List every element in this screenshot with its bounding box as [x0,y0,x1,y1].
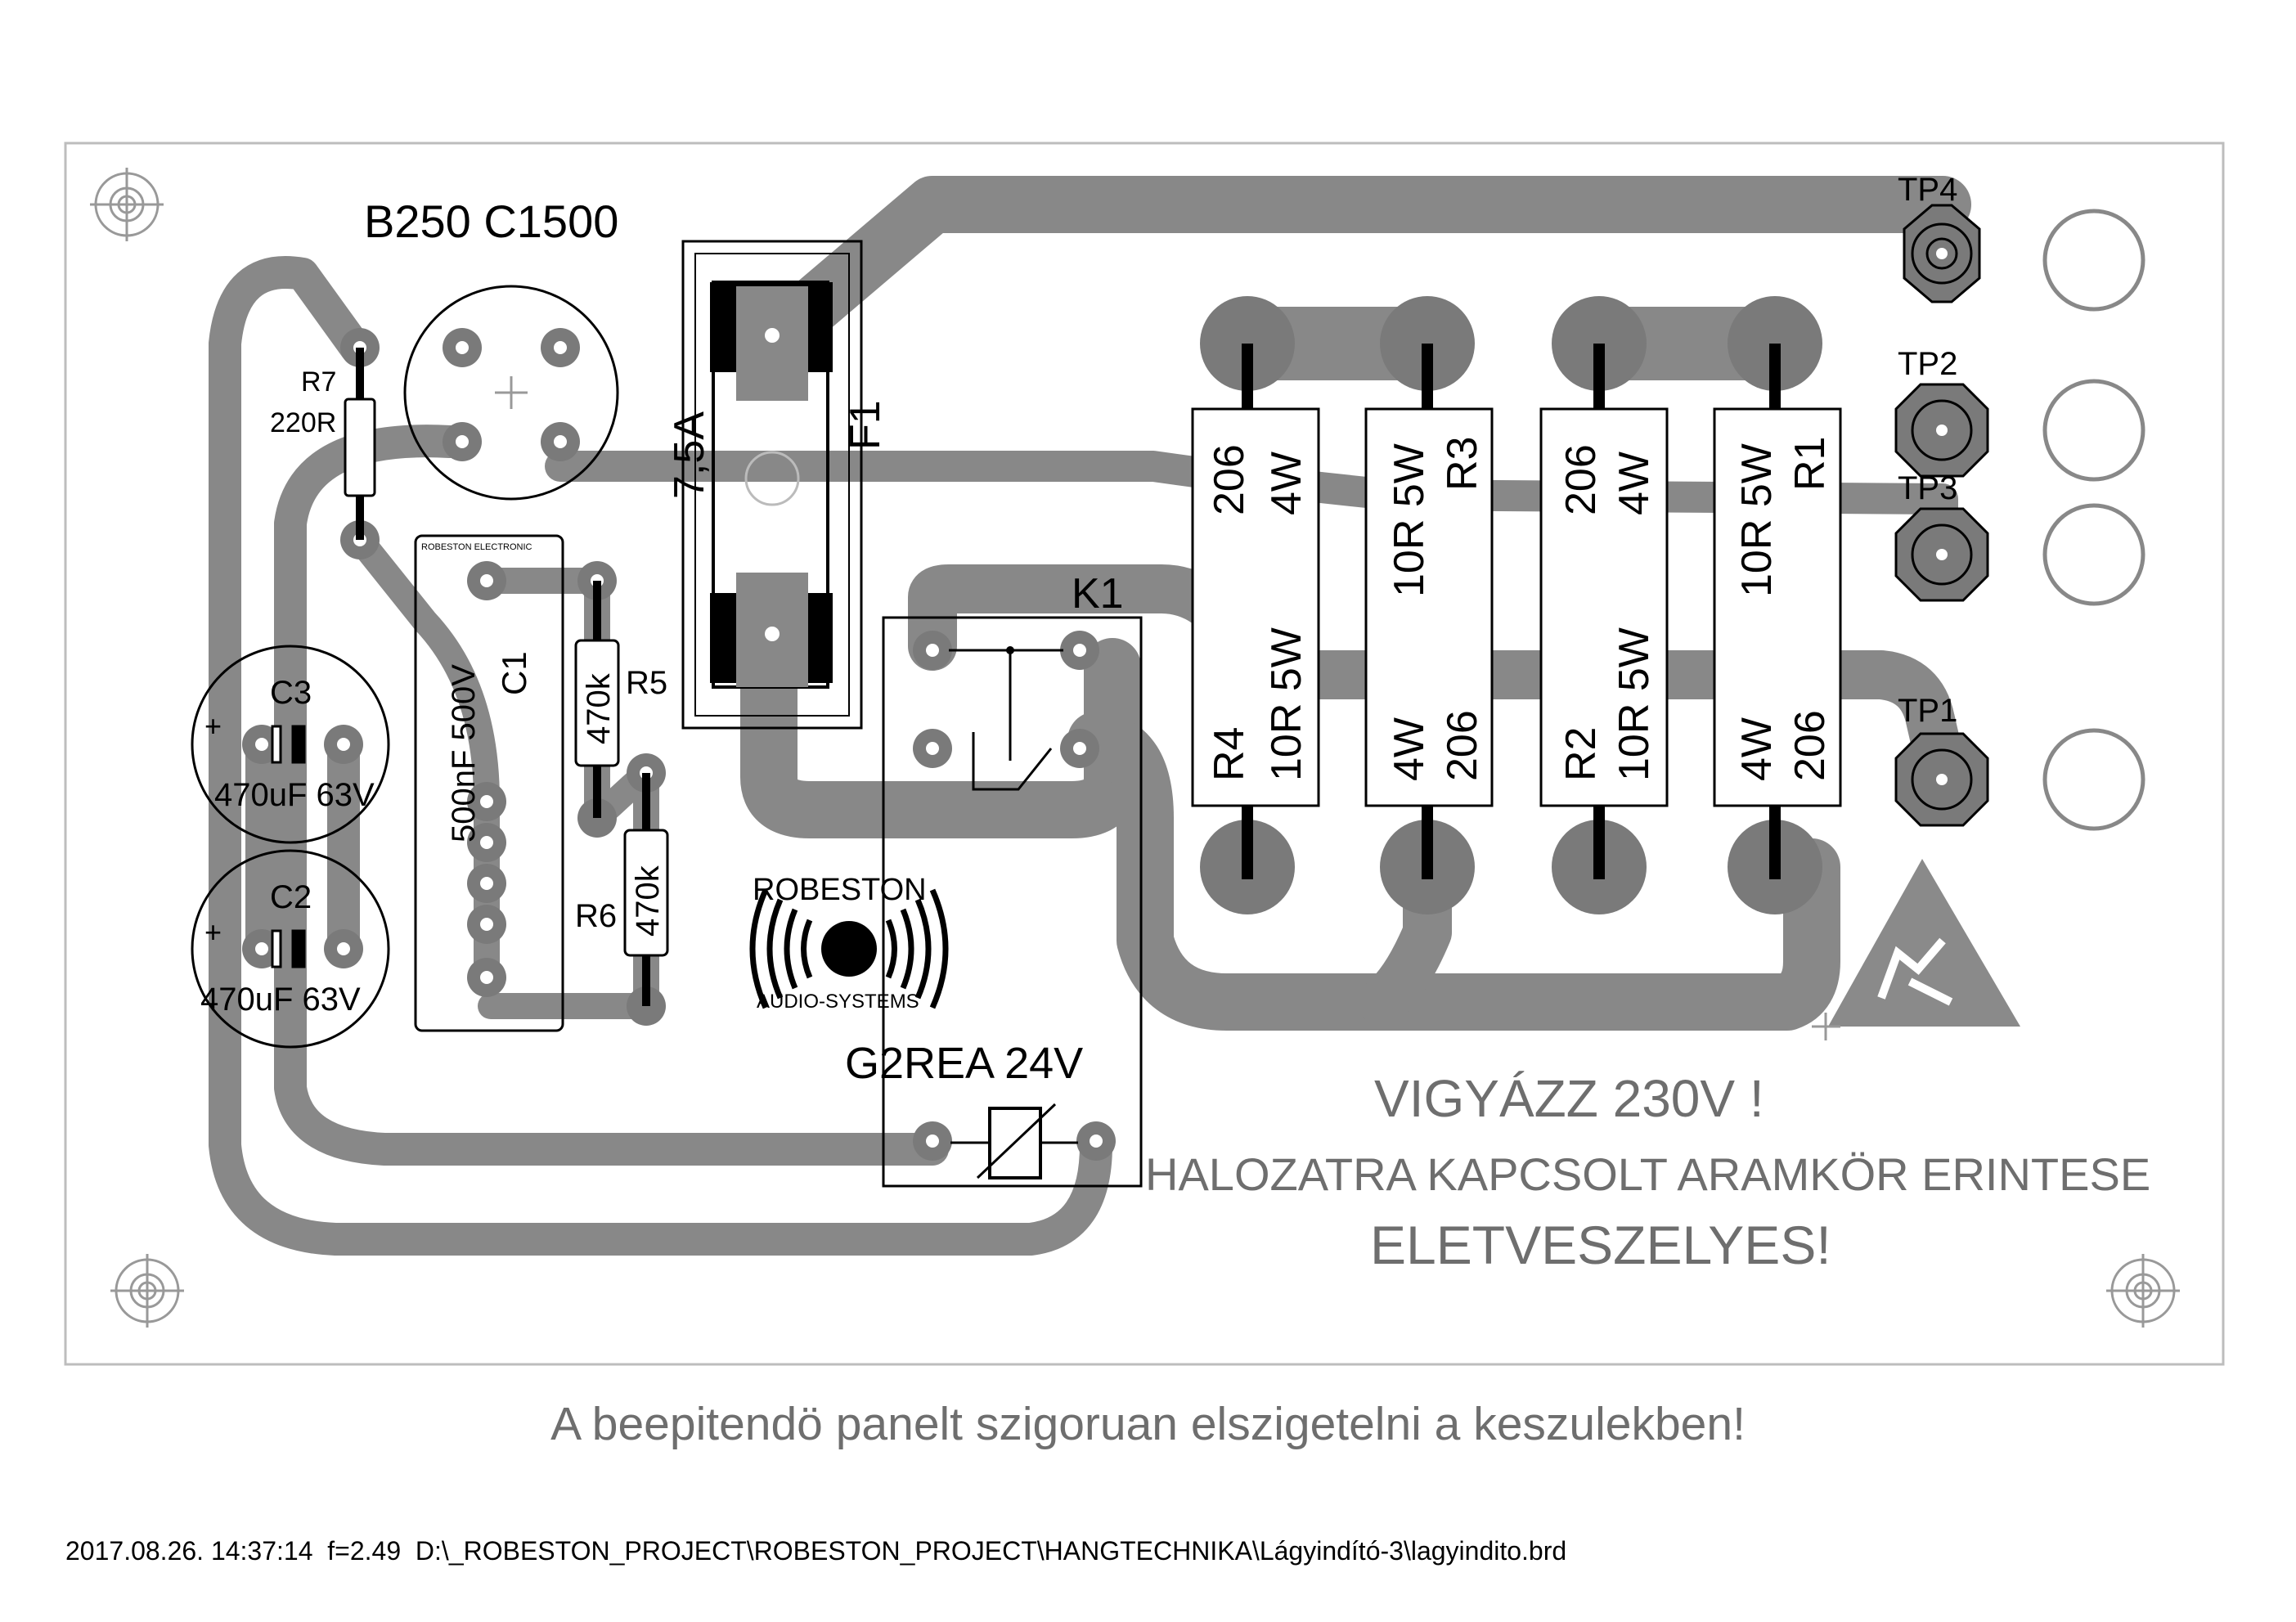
r6-value: 470k [630,865,666,937]
r6-ref: R6 [575,898,617,934]
tp1-label: TP1 [1898,693,1957,729]
c3-ref: C3 [270,675,312,711]
c2-value: 470uF 63V [200,982,361,1018]
r5-ref: R5 [626,665,667,701]
relay-k1 [882,616,1143,1188]
relay-part: G2REA 24V [845,1039,1083,1088]
mounting-hole-icon [90,168,164,241]
r5-value: 470k [581,672,617,744]
rectifier-label: B250 C1500 [364,195,618,247]
logo-tagline: AUDIO-SYSTEMS [757,991,919,1013]
mounting-holes [90,168,2180,1328]
c1-ref: C1 [495,651,533,695]
drill-holes [255,341,1103,1148]
c1-value: 500nF 500V [446,664,482,842]
c2-ref: C2 [270,879,312,915]
capacitor-c1 [414,534,564,1032]
resistor-r6 [623,773,669,1006]
tp2-pad [1894,379,2145,482]
r1-bot1: 4W [1733,717,1781,781]
resistor-r1 [1713,344,1842,879]
file-path-footer: 2017.08.26. 14:37:14 f=2.49 D:\_ROBESTON… [65,1536,1567,1566]
test-points [1894,204,2145,831]
resistor-r3 [1364,344,1494,879]
r2-value: 10R 5W [1611,627,1658,781]
r2-top1: 206 [1557,444,1605,515]
tp3-pad [1894,503,2145,606]
r2-top2: 4W [1611,452,1658,515]
resistor-r4 [1191,344,1320,879]
warning-voltage: VIGYÁZZ 230V ! [1374,1069,1764,1128]
r4-value: 10R 5W [1263,627,1310,781]
capacitor-c3 [191,645,390,844]
r2-ref: R2 [1557,727,1605,781]
tp4-pad [1903,204,2145,312]
r1-value: 10R 5W [1733,443,1781,597]
r3-bot2: 206 [1439,710,1486,781]
r1-bot2: 206 [1786,710,1834,781]
tp4-label: TP4 [1898,172,1957,208]
relay-ref: K1 [1072,570,1124,618]
r4-top1: 206 [1206,444,1253,515]
fuse-holder [681,240,863,730]
r3-value: 10R 5W [1386,443,1433,597]
r4-top2: 4W [1263,452,1310,515]
c2-polarity: + [204,915,222,949]
r1-ref: R1 [1786,437,1834,491]
esd-warning-icon [1812,859,2020,1040]
c3-value: 470uF 63V [214,777,375,813]
r3-bot1: 4W [1386,717,1433,781]
resistor-r5 [574,581,620,818]
fuse-ref: F1 [842,400,889,450]
resistor-r2 [1539,344,1669,879]
robeston-logo-icon [749,888,949,1009]
power-resistors [1191,344,1842,879]
c3-polarity: + [204,709,222,743]
tp3-label: TP3 [1898,470,1957,506]
warning-circuit: HALOZATRA KAPCSOLT ARAMKÖR ERINTESE [1145,1148,2150,1200]
capacitor-c2 [191,849,390,1049]
r3-ref: R3 [1439,437,1486,491]
fuse-rating: 7,5A [666,411,713,499]
resistor-r7 [344,348,376,540]
tp1-pad [1894,728,2145,831]
logo-brand: ROBESTON [753,873,927,907]
board-outline [64,142,2225,1366]
mounting-hole-icon [110,1254,184,1328]
installation-note: A beepitendö panelt szigoruan elszigetel… [550,1398,1746,1450]
r4-ref: R4 [1206,727,1253,781]
tp2-label: TP2 [1898,346,1957,382]
mounting-hole-icon [2106,1254,2180,1328]
warning-danger: ELETVESZELYES! [1370,1215,1831,1275]
bridge-rectifier [403,285,619,501]
c1-silk: ROBESTON ELECTRONIC [421,542,532,552]
r7-ref: R7 [301,366,336,398]
r7-value: 220R [270,407,336,438]
